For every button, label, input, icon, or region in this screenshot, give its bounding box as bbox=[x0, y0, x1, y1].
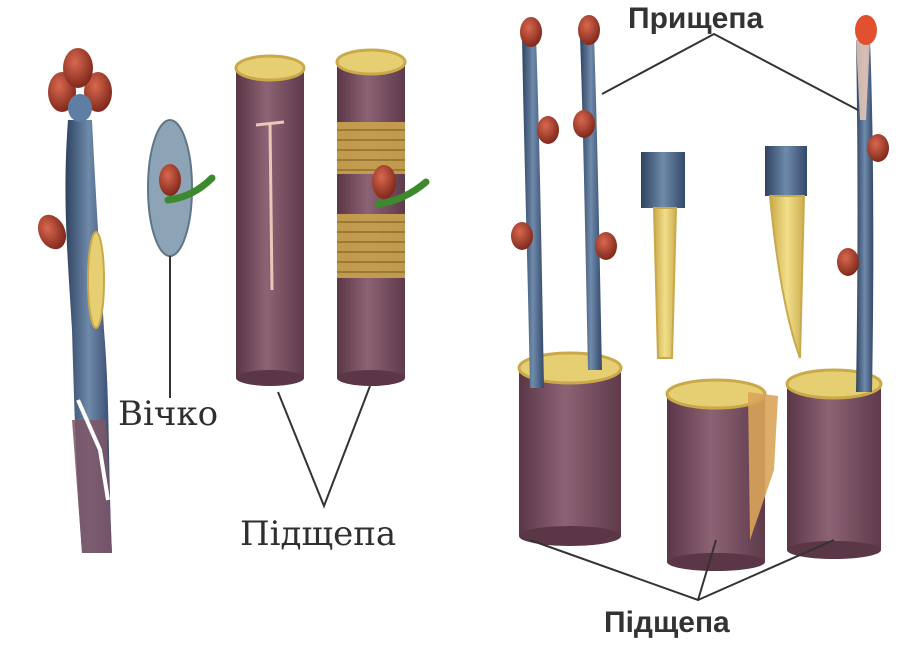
scion-wedge-side bbox=[765, 146, 807, 358]
scion-bud-icon bbox=[578, 15, 600, 45]
bark-window bbox=[88, 232, 104, 328]
scion-right bbox=[580, 36, 602, 370]
side-bud-icon bbox=[33, 210, 72, 254]
scion-bud-icon bbox=[537, 116, 559, 144]
rootstock-label-right: Підщепа bbox=[604, 606, 730, 640]
scion-bud-icon bbox=[520, 17, 542, 47]
rootstock-label-left: Підщепа bbox=[240, 514, 396, 554]
stock-top-wood bbox=[236, 56, 304, 80]
scion-bud-icon bbox=[837, 248, 859, 276]
scion-bud-icon bbox=[511, 222, 533, 250]
bud-shield bbox=[148, 120, 212, 256]
scion-wedge-front bbox=[641, 152, 685, 358]
scion-bud-icon bbox=[867, 134, 889, 162]
scion-label: Прищепа bbox=[628, 2, 763, 36]
terminal-bud-cluster-icon bbox=[48, 48, 112, 122]
rootstock-t-cut bbox=[236, 56, 304, 386]
scion-bud-icon bbox=[855, 15, 877, 45]
budding-twig bbox=[33, 48, 112, 553]
cleft-graft bbox=[511, 15, 621, 546]
bud-shield-bud-icon bbox=[159, 164, 181, 196]
scion-bud-icon bbox=[573, 110, 595, 138]
inserted-bud-icon bbox=[372, 165, 396, 199]
eye-label: Вічко bbox=[118, 394, 218, 434]
split-rootstock bbox=[667, 380, 778, 571]
rootstock-bound bbox=[337, 50, 426, 386]
scion-left bbox=[522, 36, 544, 388]
scion-bud-icon bbox=[595, 232, 617, 260]
